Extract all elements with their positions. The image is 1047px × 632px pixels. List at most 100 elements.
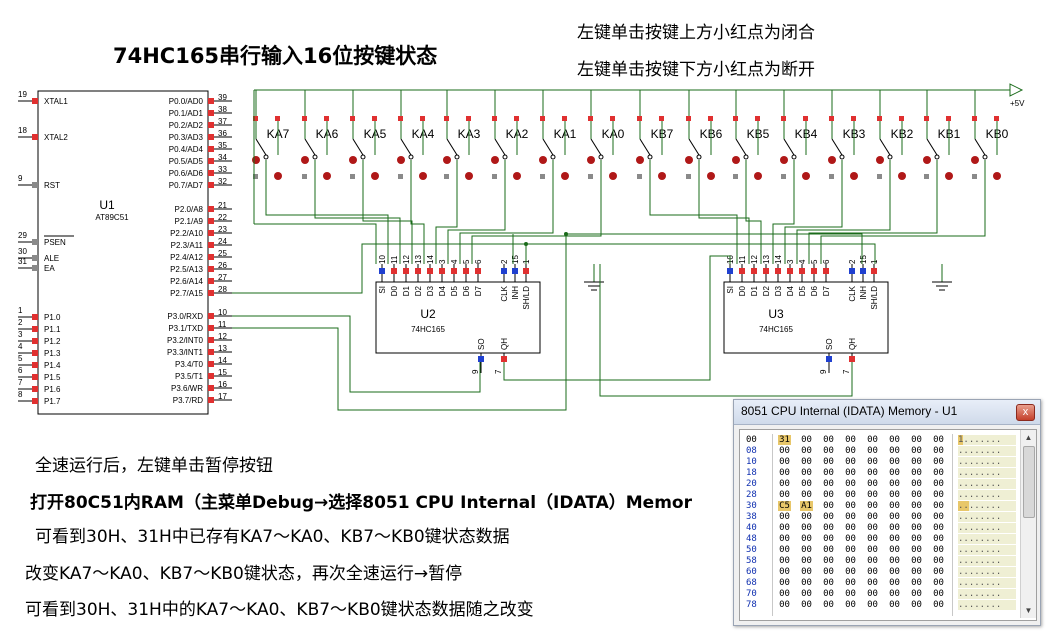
memory-byte[interactable]: 00 (911, 435, 922, 445)
memory-byte[interactable]: 00 (889, 479, 900, 489)
memory-byte[interactable]: 00 (889, 567, 900, 577)
memory-byte[interactable]: 00 (911, 490, 922, 500)
memory-byte[interactable]: 00 (779, 468, 790, 478)
memory-byte[interactable]: 00 (779, 534, 790, 544)
memory-byte[interactable]: 00 (889, 512, 900, 522)
memory-byte[interactable]: 00 (911, 545, 922, 555)
memory-byte[interactable]: 00 (911, 512, 922, 522)
memory-byte[interactable]: 00 (933, 567, 944, 577)
memory-byte[interactable]: 00 (933, 534, 944, 544)
memory-byte[interactable]: 00 (779, 578, 790, 588)
memory-byte[interactable]: 00 (845, 435, 856, 445)
memory-byte[interactable]: 00 (933, 589, 944, 599)
memory-byte[interactable]: 00 (889, 446, 900, 456)
memory-byte[interactable]: 00 (779, 545, 790, 555)
memory-byte[interactable]: 00 (933, 545, 944, 555)
memory-byte[interactable]: 00 (933, 446, 944, 456)
memory-byte[interactable]: 00 (867, 512, 878, 522)
memory-byte[interactable]: 00 (823, 578, 834, 588)
memory-byte[interactable]: 00 (801, 534, 812, 544)
memory-byte[interactable]: 00 (801, 600, 812, 610)
memory-byte[interactable]: 00 (911, 589, 922, 599)
memory-byte[interactable]: 00 (911, 556, 922, 566)
memory-byte[interactable]: 00 (933, 578, 944, 588)
memory-byte[interactable]: 00 (845, 567, 856, 577)
memory-byte[interactable]: 00 (823, 523, 834, 533)
memory-byte[interactable]: 00 (867, 435, 878, 445)
memory-byte[interactable]: 00 (867, 534, 878, 544)
memory-byte[interactable]: 00 (933, 523, 944, 533)
memory-byte[interactable]: 00 (845, 501, 856, 511)
memory-byte[interactable]: 00 (845, 490, 856, 500)
memory-byte[interactable]: 00 (911, 567, 922, 577)
memory-byte[interactable]: 00 (911, 501, 922, 511)
memory-byte[interactable]: 00 (823, 435, 834, 445)
memory-byte[interactable]: 00 (779, 446, 790, 456)
memory-byte[interactable]: 00 (801, 567, 812, 577)
memory-byte[interactable]: 00 (933, 457, 944, 467)
memory-byte[interactable]: 00 (933, 468, 944, 478)
memory-window[interactable]: 8051 CPU Internal (IDATA) Memory - U1 x … (733, 399, 1041, 626)
memory-byte[interactable]: 00 (867, 567, 878, 577)
memory-byte[interactable]: 00 (889, 556, 900, 566)
memory-byte[interactable]: 00 (933, 435, 944, 445)
memory-byte[interactable]: 00 (889, 468, 900, 478)
memory-byte[interactable]: 00 (801, 556, 812, 566)
memory-byte[interactable]: 00 (889, 545, 900, 555)
memory-byte[interactable]: 00 (889, 589, 900, 599)
memory-byte[interactable]: A1 (800, 501, 813, 511)
close-button[interactable]: x (1016, 404, 1035, 421)
memory-byte[interactable]: 00 (889, 534, 900, 544)
memory-byte[interactable]: 00 (867, 545, 878, 555)
memory-byte[interactable]: 00 (933, 479, 944, 489)
memory-byte[interactable]: 00 (867, 556, 878, 566)
memory-byte[interactable]: 00 (779, 479, 790, 489)
memory-byte[interactable]: 00 (911, 479, 922, 489)
memory-byte[interactable]: 00 (933, 600, 944, 610)
memory-byte[interactable]: 00 (867, 457, 878, 467)
memory-byte[interactable]: 00 (801, 523, 812, 533)
memory-byte[interactable]: 00 (911, 523, 922, 533)
memory-byte[interactable]: 00 (867, 578, 878, 588)
memory-byte[interactable]: 00 (823, 479, 834, 489)
memory-byte[interactable]: 00 (867, 468, 878, 478)
memory-byte[interactable]: 00 (823, 446, 834, 456)
memory-byte[interactable]: 00 (867, 501, 878, 511)
memory-byte[interactable]: 00 (779, 523, 790, 533)
memory-byte[interactable]: 00 (889, 578, 900, 588)
scroll-down-arrow-icon[interactable]: ▼ (1024, 606, 1033, 615)
memory-byte[interactable]: 00 (779, 589, 790, 599)
memory-byte[interactable]: 00 (889, 490, 900, 500)
scroll-thumb[interactable] (1023, 446, 1035, 518)
memory-byte[interactable]: 00 (801, 446, 812, 456)
memory-byte[interactable]: 00 (779, 567, 790, 577)
memory-byte[interactable]: 31 (778, 435, 791, 445)
memory-byte[interactable]: 00 (845, 446, 856, 456)
memory-byte[interactable]: 00 (889, 600, 900, 610)
memory-byte[interactable]: 00 (867, 600, 878, 610)
memory-byte[interactable]: 00 (867, 479, 878, 489)
memory-byte[interactable]: 00 (779, 490, 790, 500)
memory-byte[interactable]: 00 (801, 435, 812, 445)
memory-byte[interactable]: 00 (823, 545, 834, 555)
memory-byte[interactable]: 00 (823, 534, 834, 544)
memory-byte[interactable]: 00 (845, 468, 856, 478)
memory-byte[interactable]: 00 (823, 468, 834, 478)
memory-byte[interactable]: 00 (911, 468, 922, 478)
memory-byte[interactable]: 00 (911, 578, 922, 588)
memory-byte[interactable]: 00 (779, 556, 790, 566)
memory-byte[interactable]: 00 (867, 589, 878, 599)
memory-byte[interactable]: C5 (778, 501, 791, 511)
memory-byte[interactable]: 00 (801, 545, 812, 555)
memory-byte[interactable]: 00 (867, 523, 878, 533)
